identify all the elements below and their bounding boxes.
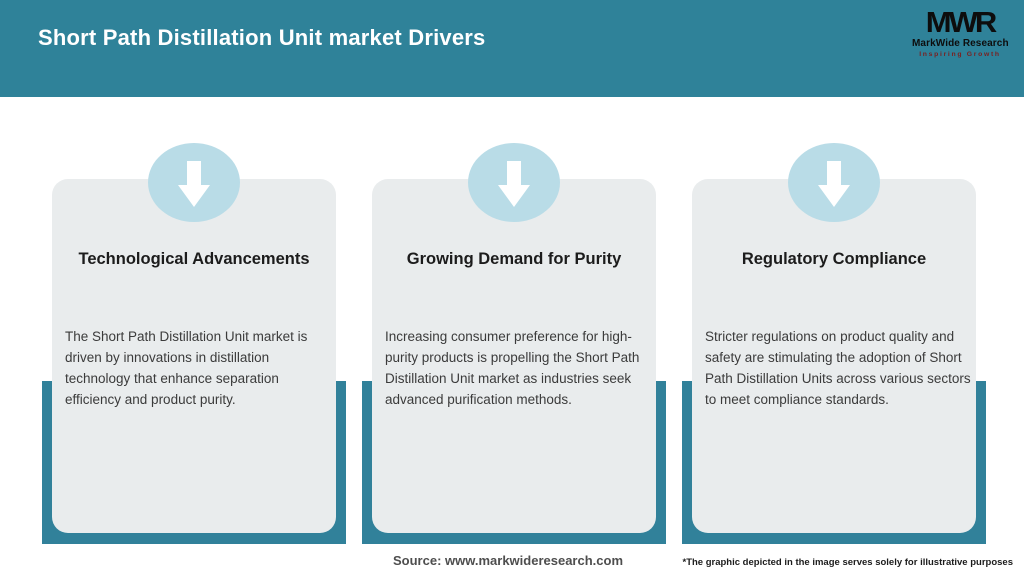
card-title: Regulatory Compliance xyxy=(741,250,927,268)
card-title: Technological Advancements xyxy=(78,250,310,268)
card-title: Growing Demand for Purity xyxy=(406,250,622,268)
driver-card: Regulatory Compliance Stricter regulatio… xyxy=(692,179,976,533)
down-arrow-badge xyxy=(788,143,880,222)
driver-card: Growing Demand for Purity Increasing con… xyxy=(372,179,656,533)
down-arrow-badge xyxy=(148,143,240,222)
logo-acronym: MWR xyxy=(925,6,997,39)
markwide-research-logo: MWR MarkWide Research Inspiring Growth xyxy=(912,6,1009,58)
page-title: Short Path Distillation Unit market Driv… xyxy=(38,25,486,50)
header-bar: Short Path Distillation Unit market Driv… xyxy=(0,0,1024,97)
down-arrow-icon xyxy=(174,157,214,209)
driver-column-regulatory-compliance: Regulatory Compliance Stricter regulatio… xyxy=(682,0,986,576)
card-body: Stricter regulations on product quality … xyxy=(705,329,971,407)
driver-column-technological-advancements: Technological Advancements The Short Pat… xyxy=(42,0,346,576)
card-body: The Short Path Distillation Unit market … xyxy=(65,329,308,407)
down-arrow-icon xyxy=(814,157,854,209)
driver-column-growing-demand-for-purity: Growing Demand for Purity Increasing con… xyxy=(362,0,666,576)
down-arrow-icon xyxy=(494,157,534,209)
driver-card: Technological Advancements The Short Pat… xyxy=(52,179,336,533)
source-text: Source: www.markwideresearch.com xyxy=(393,553,624,568)
disclaimer-text: *The graphic depicted in the image serve… xyxy=(682,557,1014,568)
down-arrow-badge xyxy=(468,143,560,222)
logo-company-name: MarkWide Research xyxy=(912,38,1009,49)
logo-tagline: Inspiring Growth xyxy=(919,50,1001,58)
card-body: Increasing consumer preference for high-… xyxy=(385,329,640,407)
